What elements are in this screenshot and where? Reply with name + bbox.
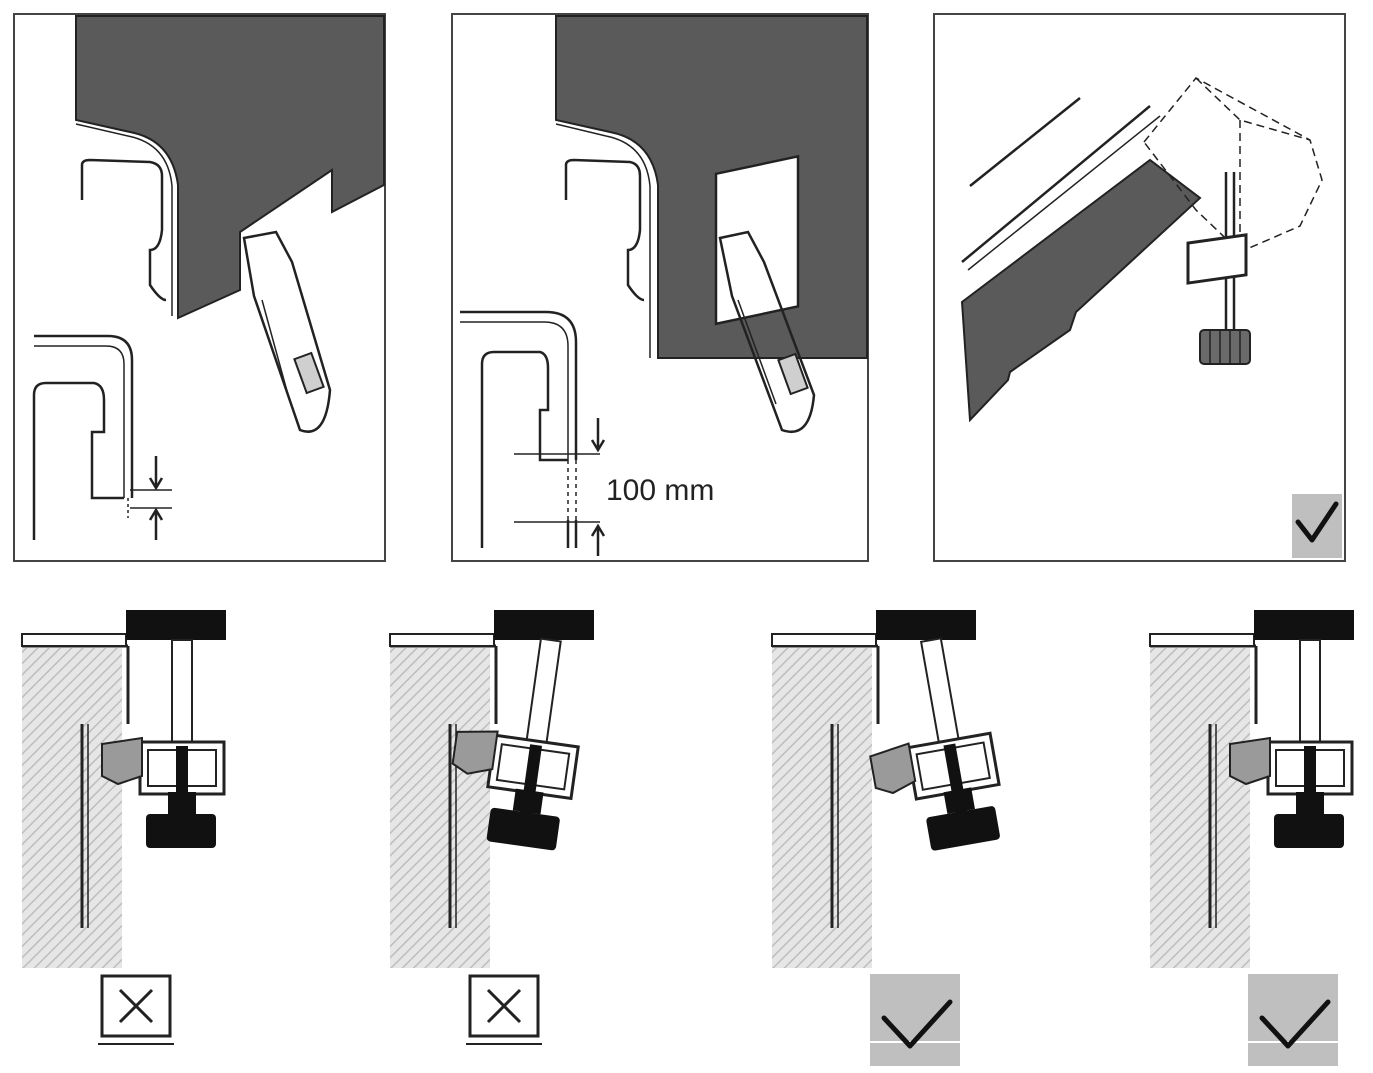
cross-mark-icon — [466, 974, 542, 1045]
mounting-clamp-icon — [1186, 172, 1251, 365]
adjuster-knob — [926, 806, 1000, 851]
worktop-edge — [126, 610, 226, 640]
utility-knife-icon — [718, 230, 816, 433]
cabinet-wall — [22, 648, 122, 968]
front-profile — [80, 158, 167, 302]
panel-3-mount-clamp — [933, 13, 1346, 562]
bracket-hook — [869, 742, 917, 795]
check-mark-icon — [870, 974, 960, 1066]
cabinet-wall — [772, 648, 872, 968]
mounting-clamp-icon — [101, 639, 226, 848]
mounting-clamp-icon — [1229, 639, 1354, 848]
bracket-variant-2 — [389, 610, 594, 1045]
cabinet-wall — [1150, 648, 1250, 968]
check-mark-icon — [1248, 974, 1338, 1066]
adjuster-knob — [486, 807, 560, 851]
bracket-variant-4 — [1149, 610, 1354, 1066]
cabinet-wall — [390, 648, 490, 968]
worktop-edge — [876, 610, 976, 640]
worktop-dark — [75, 15, 385, 320]
bracket-hook — [1229, 736, 1271, 786]
cross-mark-icon — [98, 974, 174, 1045]
bracket-hook — [451, 730, 499, 775]
panel-2-cut-100mm: 100 mm — [451, 13, 869, 562]
worktop-edge — [494, 610, 594, 640]
bracket-hook — [101, 736, 143, 786]
worktop-dark — [960, 158, 1202, 423]
worktop-edge — [1254, 610, 1354, 640]
bracket-variant-3 — [771, 610, 1001, 1066]
cut-opening — [714, 154, 800, 326]
panel-1-cut-small-notch — [13, 13, 386, 562]
bracket-variant-1 — [21, 610, 226, 1045]
check-mark-icon — [1292, 494, 1342, 558]
profile-detail — [34, 334, 134, 498]
mounting-clamp-icon — [869, 637, 1001, 851]
utility-knife-icon — [242, 230, 332, 433]
mounting-clamp-icon — [451, 637, 580, 851]
adjuster-knob — [1274, 814, 1344, 848]
dimension-label: 100 mm — [606, 474, 714, 507]
bracket-variants — [21, 610, 1354, 1066]
adjuster-knob — [146, 814, 216, 848]
